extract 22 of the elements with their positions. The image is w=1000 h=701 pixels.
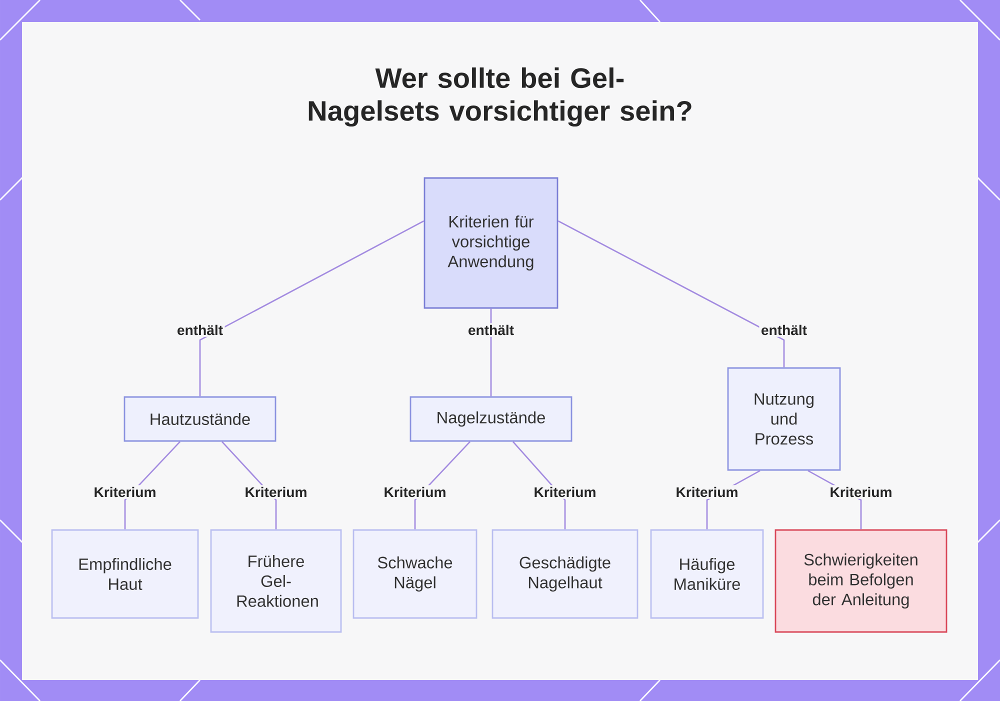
- edge-label: Kriterium: [828, 485, 894, 499]
- criterion-box: Schwierigkeiten beim Befolgen der Anleitung: [774, 529, 948, 633]
- edge-label: enthält: [175, 323, 225, 337]
- category-box: Nutzung und Prozess: [727, 367, 841, 471]
- root-box: Kriterien für vorsichtige Anwendung: [424, 177, 558, 309]
- criterion-box: Geschädigte Nagelhaut: [492, 529, 638, 619]
- edge-label: Kriterium: [532, 485, 598, 499]
- edge-label: enthält: [466, 323, 516, 337]
- title: Wer sollte bei Gel-Nagelsets vorsichtiger sein?: [308, 67, 692, 127]
- criterion-box: Empfindliche Haut: [51, 529, 199, 619]
- criterion-box: Häufige Maniküre: [650, 529, 764, 619]
- criterion-box: Frühere Gel-Reaktionen: [210, 529, 342, 633]
- connector: [558, 220, 785, 368]
- criterion-box: Schwache Nägel: [352, 529, 478, 619]
- edge-label: Kriterium: [674, 485, 740, 499]
- connector: [199, 220, 424, 396]
- edge-label: Kriterium: [382, 485, 448, 499]
- category-box: Nagelzustände: [410, 396, 572, 442]
- category-box: Hautzustände: [124, 396, 276, 442]
- edge-label: enthält: [759, 323, 809, 337]
- edge-label: Kriterium: [243, 485, 309, 499]
- edge-label: Kriterium: [92, 485, 158, 499]
